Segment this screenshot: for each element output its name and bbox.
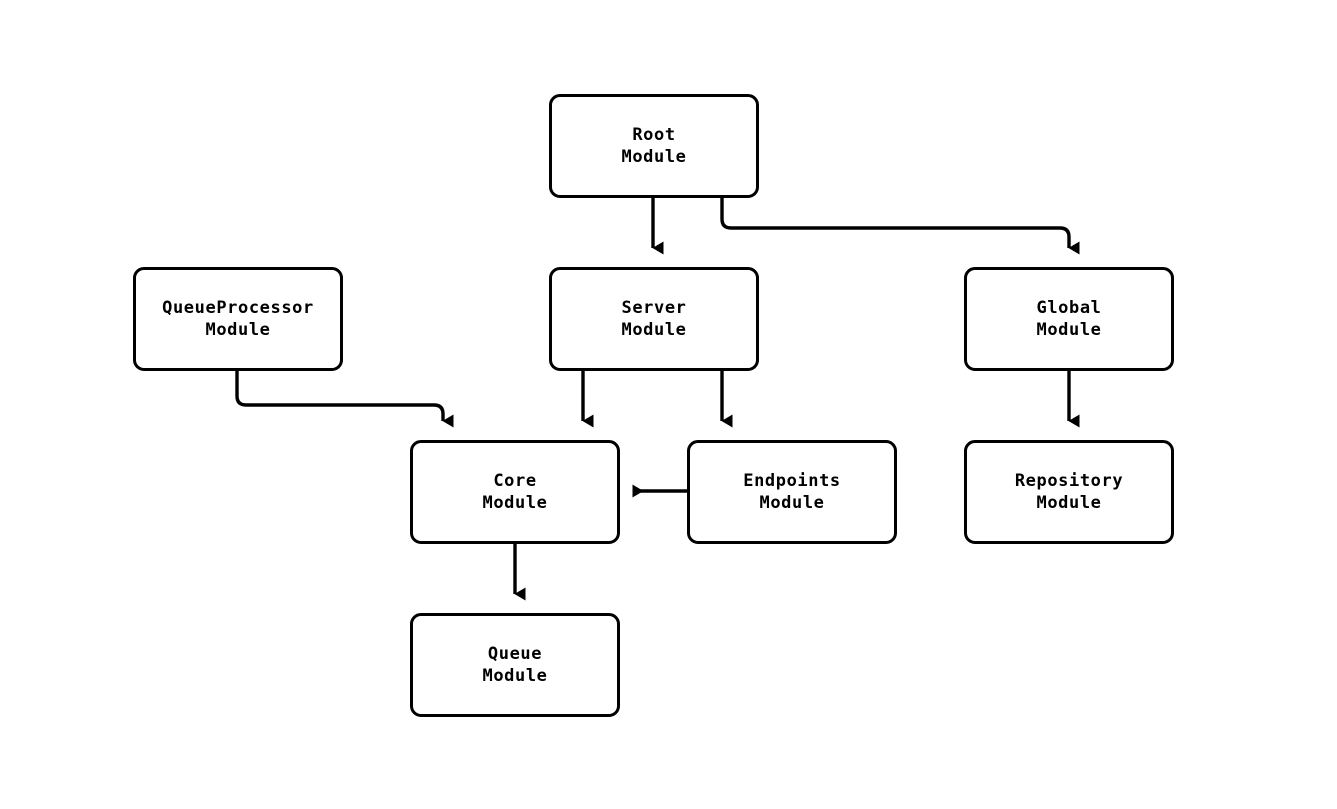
node-server-module-suffix: Module bbox=[621, 320, 687, 340]
node-repository-module-name: Repository bbox=[1014, 471, 1124, 491]
node-global-module-suffix: Module bbox=[1036, 320, 1102, 340]
node-global-module-name: Global bbox=[1036, 298, 1102, 318]
node-core-module-suffix: Module bbox=[482, 493, 548, 513]
node-queueprocessor-module[interactable]: QueueProcessor Module bbox=[133, 267, 343, 371]
node-queueprocessor-module-suffix: Module bbox=[205, 320, 271, 340]
node-server-module-name: Server bbox=[621, 298, 687, 318]
node-endpoints-module-name: Endpoints bbox=[743, 471, 841, 491]
node-root-module[interactable]: Root Module bbox=[549, 94, 759, 198]
node-root-module-name: Root bbox=[632, 125, 676, 145]
node-repository-module[interactable]: Repository Module bbox=[964, 440, 1174, 544]
edge-queueprocessor-to-core bbox=[235, 371, 454, 428]
edge-root-to-global bbox=[720, 198, 1080, 255]
node-root-module-suffix: Module bbox=[621, 147, 687, 167]
node-endpoints-module-suffix: Module bbox=[759, 493, 825, 513]
node-global-module[interactable]: Global Module bbox=[964, 267, 1174, 371]
node-queueprocessor-module-name: QueueProcessor bbox=[162, 298, 314, 318]
node-repository-module-suffix: Module bbox=[1036, 493, 1102, 513]
node-queue-module-suffix: Module bbox=[482, 666, 548, 686]
node-queue-module[interactable]: Queue Module bbox=[410, 613, 620, 717]
node-endpoints-module[interactable]: Endpoints Module bbox=[687, 440, 897, 544]
node-core-module[interactable]: Core Module bbox=[410, 440, 620, 544]
node-server-module[interactable]: Server Module bbox=[549, 267, 759, 371]
node-core-module-name: Core bbox=[493, 471, 537, 491]
node-queue-module-name: Queue bbox=[487, 644, 543, 664]
